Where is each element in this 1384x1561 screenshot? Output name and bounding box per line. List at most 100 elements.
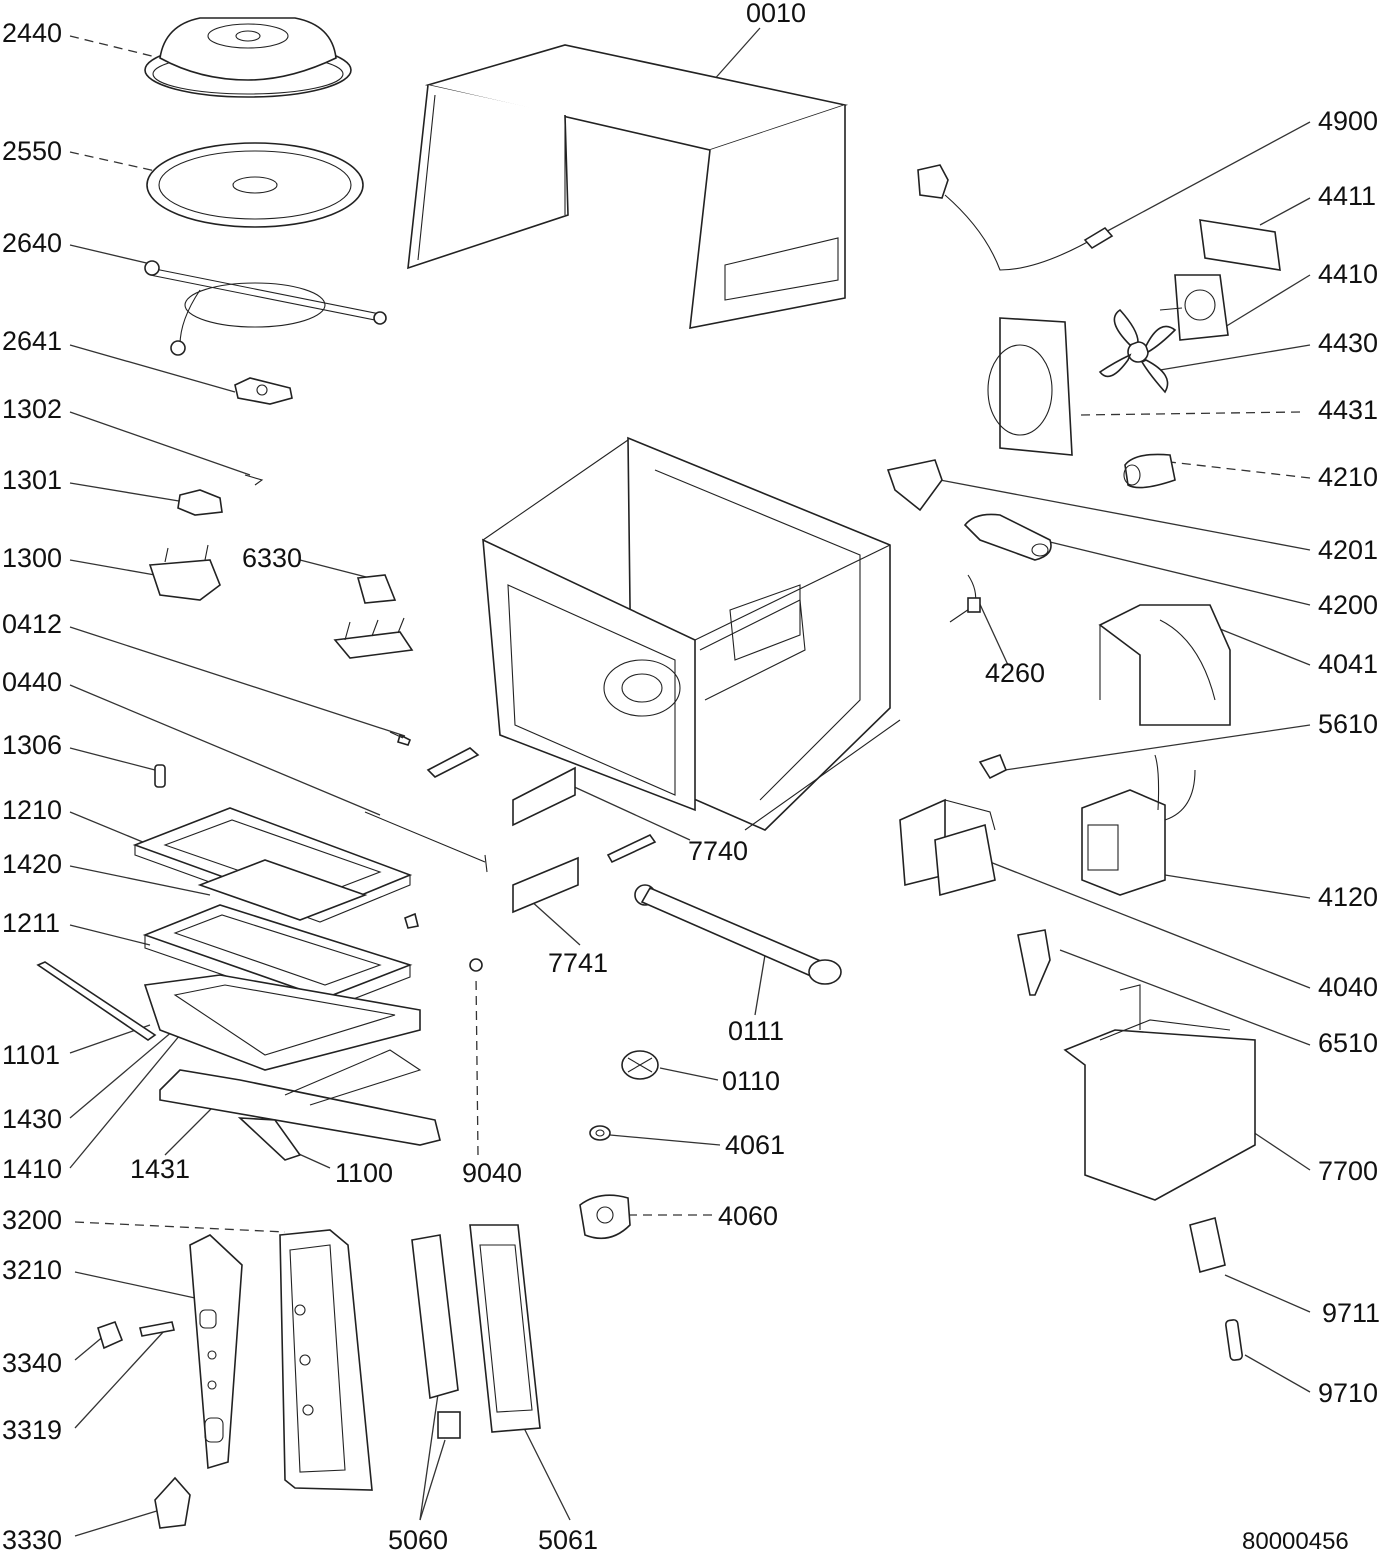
hinge-part [606, 833, 657, 864]
part-label-1101: 1101 [2, 1040, 61, 1070]
bracket-4411 [1199, 219, 1281, 271]
part-label-5061: 5061 [538, 1525, 599, 1555]
part-label-0412: 0412 [2, 609, 63, 639]
part-label-7741: 7741 [548, 948, 609, 978]
part-label-0110: 0110 [722, 1066, 781, 1096]
hinge-bracket [426, 747, 480, 778]
switch-bracket [333, 617, 414, 659]
lamp-5610 [978, 753, 1008, 780]
leader-lines [69, 27, 1311, 1537]
part-label-0440: 0440 [2, 667, 63, 697]
latch-holder [148, 544, 221, 601]
part-label-4210: 4210 [1318, 462, 1379, 492]
glass-turntable [146, 142, 364, 228]
part-label-4040: 4040 [1318, 972, 1379, 1002]
mica-cover-7740 [512, 766, 576, 827]
hinge-rod [364, 811, 488, 873]
door-interlock-9711 [1189, 1216, 1226, 1274]
part-label-0010: 0010 [746, 0, 807, 28]
part-label-9711: 9711 [1322, 1298, 1381, 1328]
drive-coupler [234, 377, 293, 405]
turntable-motor-0110 [621, 1050, 659, 1080]
turntable-shaft-0111 [634, 884, 842, 985]
oven-cavity [482, 436, 901, 831]
door-handle-1101 [36, 961, 157, 1041]
part-label-2641: 2641 [2, 326, 63, 356]
part-label-1301: 1301 [2, 465, 63, 495]
door-clip-1306 [154, 764, 166, 788]
door-glass-1420 [197, 859, 368, 921]
pcb-5060 [411, 1234, 461, 1439]
part-label-5610: 5610 [1318, 709, 1379, 739]
diode-bracket-4201 [886, 459, 943, 512]
waveguide-bracket-7700 [1063, 984, 1256, 1201]
part-label-1211: 1211 [2, 908, 61, 938]
turntable-motor-4060 [579, 1194, 631, 1240]
part-label-1306: 1306 [2, 730, 63, 760]
magnetron-4120 [1081, 754, 1196, 896]
part-label-4260: 4260 [985, 658, 1046, 688]
roller-ring [144, 260, 387, 356]
fan-blade-4430 [1098, 308, 1177, 394]
part-label-4061: 4061 [725, 1130, 786, 1160]
part-label-9710: 9710 [1318, 1378, 1379, 1408]
outer-case [407, 44, 849, 329]
door-switch-3330 [154, 1476, 191, 1529]
motor-washer-4061 [589, 1125, 611, 1141]
air-guide-4041 [1098, 604, 1231, 726]
door-panel-1410 [143, 974, 421, 1071]
control-bracket-3200 [279, 1229, 373, 1491]
part-label-1431: 1431 [130, 1154, 191, 1184]
part-label-3210: 3210 [2, 1255, 63, 1285]
part-label-4200: 4200 [1318, 590, 1379, 620]
part-label-3330: 3330 [2, 1525, 63, 1555]
part-label-1410: 1410 [2, 1154, 63, 1184]
thermal-cutout-cable-4900 [917, 164, 1114, 271]
control-panel-3210 [189, 1234, 243, 1470]
fan-duct-4431 [987, 317, 1073, 456]
capacitor-4210 [1123, 453, 1176, 489]
part-label-4120: 4120 [1318, 882, 1379, 912]
door-screw-9040 [469, 958, 483, 972]
fan-motor-4410 [1159, 274, 1229, 341]
part-label-1300: 1300 [2, 543, 63, 573]
part-label-4041: 4041 [1318, 649, 1379, 679]
hv-diode-4260 [949, 574, 981, 623]
part-label-4430: 4430 [1318, 328, 1379, 358]
door-hinge-pin [389, 731, 412, 746]
part-label-4900: 4900 [1318, 106, 1379, 136]
knob-shaft-3319 [139, 1321, 175, 1337]
document-number: 80000456 [1242, 1528, 1349, 1555]
part-label-1430: 1430 [2, 1104, 63, 1134]
part-label-3200: 3200 [2, 1205, 63, 1235]
part-label-2440: 2440 [2, 18, 63, 48]
part-label-4201: 4201 [1318, 535, 1379, 565]
part-label-3319: 3319 [2, 1415, 63, 1445]
pcb-5061 [469, 1224, 541, 1433]
knob-3340 [97, 1320, 124, 1350]
door-choke-1431 [159, 1049, 441, 1146]
part-label-7740: 7740 [688, 836, 749, 866]
part-label-7700: 7700 [1318, 1156, 1379, 1186]
part-label-4431: 4431 [1318, 395, 1379, 425]
latch-lever [177, 489, 223, 516]
part-label-6510: 6510 [1318, 1028, 1379, 1058]
part-label-1100: 1100 [335, 1158, 394, 1188]
part-label-2550: 2550 [2, 136, 63, 166]
part-label-1420: 1420 [2, 849, 63, 879]
part-label-5060: 5060 [388, 1525, 449, 1555]
switch-6330 [356, 574, 397, 604]
glass-tray-cover [144, 17, 352, 98]
part-label-4410: 4410 [1318, 259, 1379, 289]
thermostat-6510 [1017, 929, 1051, 996]
part-label-1302: 1302 [2, 394, 63, 424]
part-label-0111: 0111 [728, 1016, 785, 1046]
part-label-2640: 2640 [2, 228, 63, 258]
fuse-9710 [1224, 1319, 1244, 1361]
door-trim-1100 [237, 1117, 302, 1161]
part-label-3340: 3340 [2, 1348, 63, 1378]
part-label-9040: 9040 [462, 1158, 523, 1188]
part-label-1210: 1210 [2, 795, 63, 825]
